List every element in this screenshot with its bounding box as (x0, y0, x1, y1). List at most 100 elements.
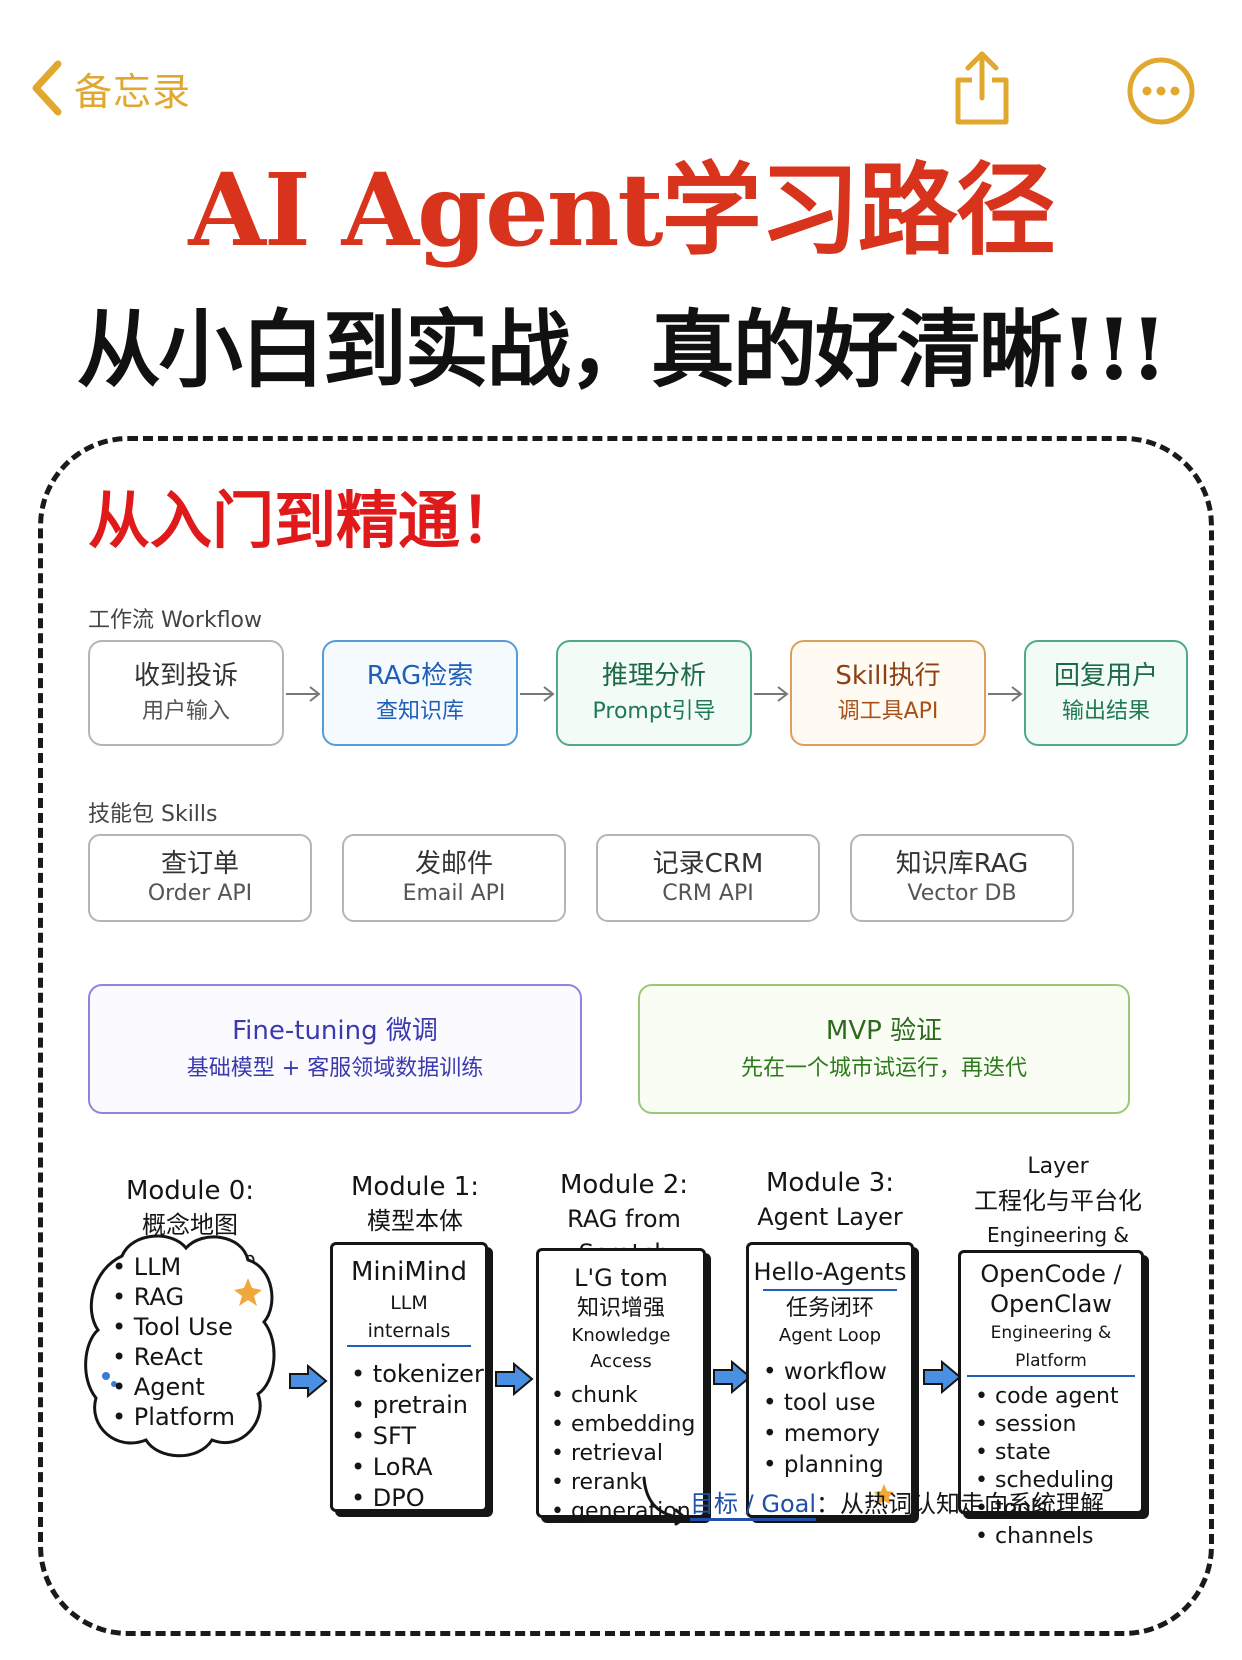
curved-arrow-icon (642, 1476, 688, 1526)
workflow-step: 推理分析 Prompt引导 (556, 640, 752, 746)
navigation-bar: 备忘录 (0, 0, 1242, 150)
share-button[interactable] (950, 48, 1014, 128)
module-2-card: L'G tom 知识增强 Knowledge Access chunk embe… (536, 1248, 706, 1524)
skill-card: 记录CRM CRM API (596, 834, 820, 922)
page-title: AI Agent学习路径 (188, 151, 1055, 269)
skills-label: 技能包 Skills (88, 802, 218, 827)
goal-text: ：从热词认知走向系统理解 (816, 1490, 1104, 1518)
list-item: session (975, 1411, 1141, 1439)
share-icon (955, 51, 1009, 125)
skill-sub: Vector DB (907, 881, 1017, 906)
goal-label: 目标 / Goal (690, 1490, 816, 1521)
list-item: generation (551, 1497, 703, 1526)
skill-card: 查订单 Order API (88, 834, 312, 922)
list-item: rerank (551, 1468, 703, 1497)
arrow-right-icon (754, 686, 789, 702)
list-item: pretrain (351, 1390, 485, 1421)
list-item: tools (975, 1495, 1141, 1523)
mvp-title: MVP 验证 (825, 1016, 943, 1046)
arrow-right-icon (923, 1360, 962, 1394)
workflow-step-sub: 查知识库 (375, 699, 464, 724)
module-0-list: LLM RAG Tool Use ReAct Agent Platform (112, 1252, 235, 1432)
mvp-card: MVP 验证 先在一个城市试运行，再迭代 (638, 984, 1130, 1114)
chevron-left-icon (32, 60, 62, 116)
workflow-step-title: 回复用户 (1053, 661, 1158, 691)
skill-card: 知识库RAG Vector DB (850, 834, 1074, 922)
list-item: chunk (551, 1381, 703, 1410)
workflow-step: 收到投诉 用户输入 (88, 640, 284, 746)
module-name: 模型本体 (367, 1207, 463, 1235)
module-name: 工程化与平台化 (974, 1187, 1142, 1215)
module-card-subtitle: Agent Loop (778, 1325, 882, 1346)
module-1-heading: Module 1: 模型本体 (330, 1170, 500, 1238)
module-name: Agent Layer (757, 1203, 903, 1231)
list-item: Agent (112, 1372, 235, 1402)
module-number: Layer (1027, 1154, 1089, 1179)
list-item: embedding (551, 1410, 703, 1439)
workflow-step: Skill执行 调工具API (790, 640, 986, 746)
finetune-sub: 基础模型 + 客服领域数据训练 (186, 1056, 484, 1081)
divider (763, 1289, 897, 1291)
workflow-step-title: 推理分析 (601, 661, 706, 691)
list-item: retrieval (551, 1439, 703, 1468)
workflow-step-title: RAG检索 (366, 661, 474, 691)
workflow-step-sub: Prompt引导 (592, 699, 716, 724)
skill-title: 发邮件 (414, 849, 493, 879)
list-item: channels (975, 1523, 1141, 1551)
content-frame (38, 436, 1214, 1636)
skill-sub: CRM API (662, 881, 754, 906)
module-card-title: L'G tom (574, 1264, 668, 1292)
arrow-right-icon (988, 686, 1023, 702)
list-item: tokenizer (351, 1359, 485, 1390)
list-item: state (975, 1439, 1141, 1467)
workflow-step-title: 收到投诉 (133, 661, 238, 691)
workflow-step: RAG检索 查知识库 (322, 640, 518, 746)
more-button[interactable] (1126, 56, 1196, 126)
list-item: workflow (763, 1357, 911, 1388)
list-item: ReAct (112, 1342, 235, 1372)
back-label: 备忘录 (74, 69, 192, 114)
finetune-title: Fine-tuning 微调 (232, 1016, 438, 1046)
workflow-step-title: Skill执行 (835, 661, 941, 691)
module-card-title: MiniMind (351, 1257, 467, 1287)
page-subtitle: 从小白到实战，真的好清晰!!! (76, 300, 1168, 399)
list-item: scheduling (975, 1467, 1141, 1495)
skill-sub: Email API (402, 881, 506, 906)
list-item: memory (763, 1419, 911, 1450)
module-card-subtitle: Knowledge Access (571, 1325, 671, 1372)
list-item: RAG (112, 1282, 235, 1312)
workflow-step: 回复用户 输出结果 (1024, 640, 1188, 746)
module-number: Module 0: (125, 1176, 255, 1206)
module-number: Module 3: (765, 1168, 895, 1198)
module-card-subtitle: 任务闭环 (785, 1296, 874, 1321)
skill-title: 记录CRM (652, 849, 764, 879)
module-card-title: OpenCode / OpenClaw (980, 1260, 1122, 1318)
module-number: Module 2: (559, 1170, 689, 1200)
list-item: tool use (763, 1388, 911, 1419)
module-card-title: Hello-Agents (753, 1258, 907, 1286)
module-card-subtitle: Engineering & Platform (967, 1319, 1135, 1377)
arrow-right-icon (713, 1360, 752, 1394)
mvp-sub: 先在一个城市试运行，再迭代 (740, 1056, 1027, 1081)
workflow-step-sub: 输出结果 (1061, 699, 1150, 724)
list-item: Tool Use (112, 1312, 235, 1342)
module-card-subtitle: LLM internals (347, 1289, 471, 1347)
module-number: Module 1: (350, 1172, 480, 1202)
arrow-right-icon (495, 1362, 534, 1396)
list-item: code agent (975, 1383, 1141, 1411)
back-button[interactable]: 备忘录 (28, 58, 191, 118)
arrow-right-icon (289, 1364, 328, 1398)
list-item: LoRA (351, 1452, 485, 1483)
star-icon (874, 1484, 894, 1504)
module-1-card: MiniMind LLM internals tokenizer pretrai… (330, 1242, 488, 1512)
goal-statement: 目标 / Goal：从热词认知走向系统理解 (690, 1484, 1104, 1521)
workflow-step-sub: 用户输入 (141, 699, 230, 724)
list-item: planning (763, 1450, 911, 1481)
finetune-card: Fine-tuning 微调 基础模型 + 客服领域数据训练 (88, 984, 582, 1114)
more-icon (1127, 57, 1195, 125)
skill-card: 发邮件 Email API (342, 834, 566, 922)
arrow-right-icon (520, 686, 555, 702)
workflow-step-sub: 调工具API (837, 699, 939, 724)
module-name: 概念地图 (142, 1211, 238, 1239)
list-item: DPO (351, 1483, 485, 1514)
